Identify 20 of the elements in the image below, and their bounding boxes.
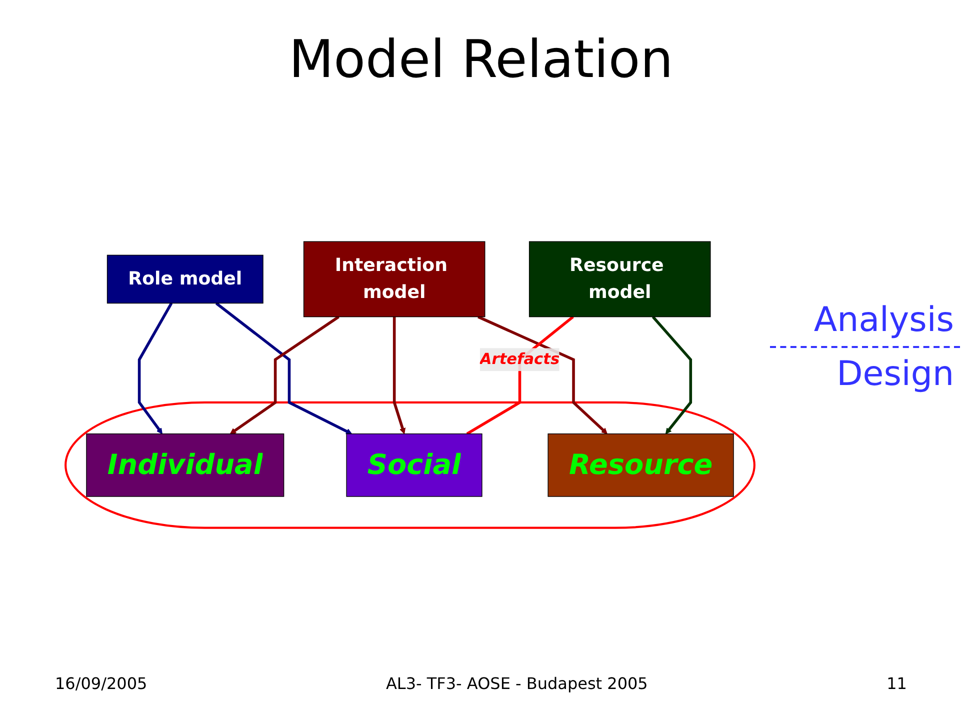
- node-box: Resource model: [528, 242, 711, 318]
- arrow: [652, 316, 692, 434]
- arrow: [230, 316, 340, 434]
- node-box: Role model: [106, 255, 264, 304]
- footer-date: 16/09/2005: [55, 674, 148, 693]
- node-box: Social: [346, 434, 482, 498]
- slide-title: Model Relation: [288, 30, 674, 90]
- phase-label: Analysis: [812, 300, 955, 340]
- arrow: [392, 317, 406, 434]
- node-box: Interaction model: [303, 242, 486, 318]
- phase-label: Design: [836, 354, 955, 394]
- footer-text: AL3- TF3- AOSE - Budapest 2005: [386, 674, 648, 693]
- node-box: Resource: [548, 434, 734, 498]
- arrow: [478, 316, 608, 434]
- connector: [466, 316, 574, 436]
- arrow: [215, 302, 352, 434]
- node-box: Individual: [86, 434, 284, 498]
- edge-label: Artefacts: [480, 351, 560, 369]
- page-number: 11: [886, 674, 907, 693]
- arrow: [138, 302, 173, 434]
